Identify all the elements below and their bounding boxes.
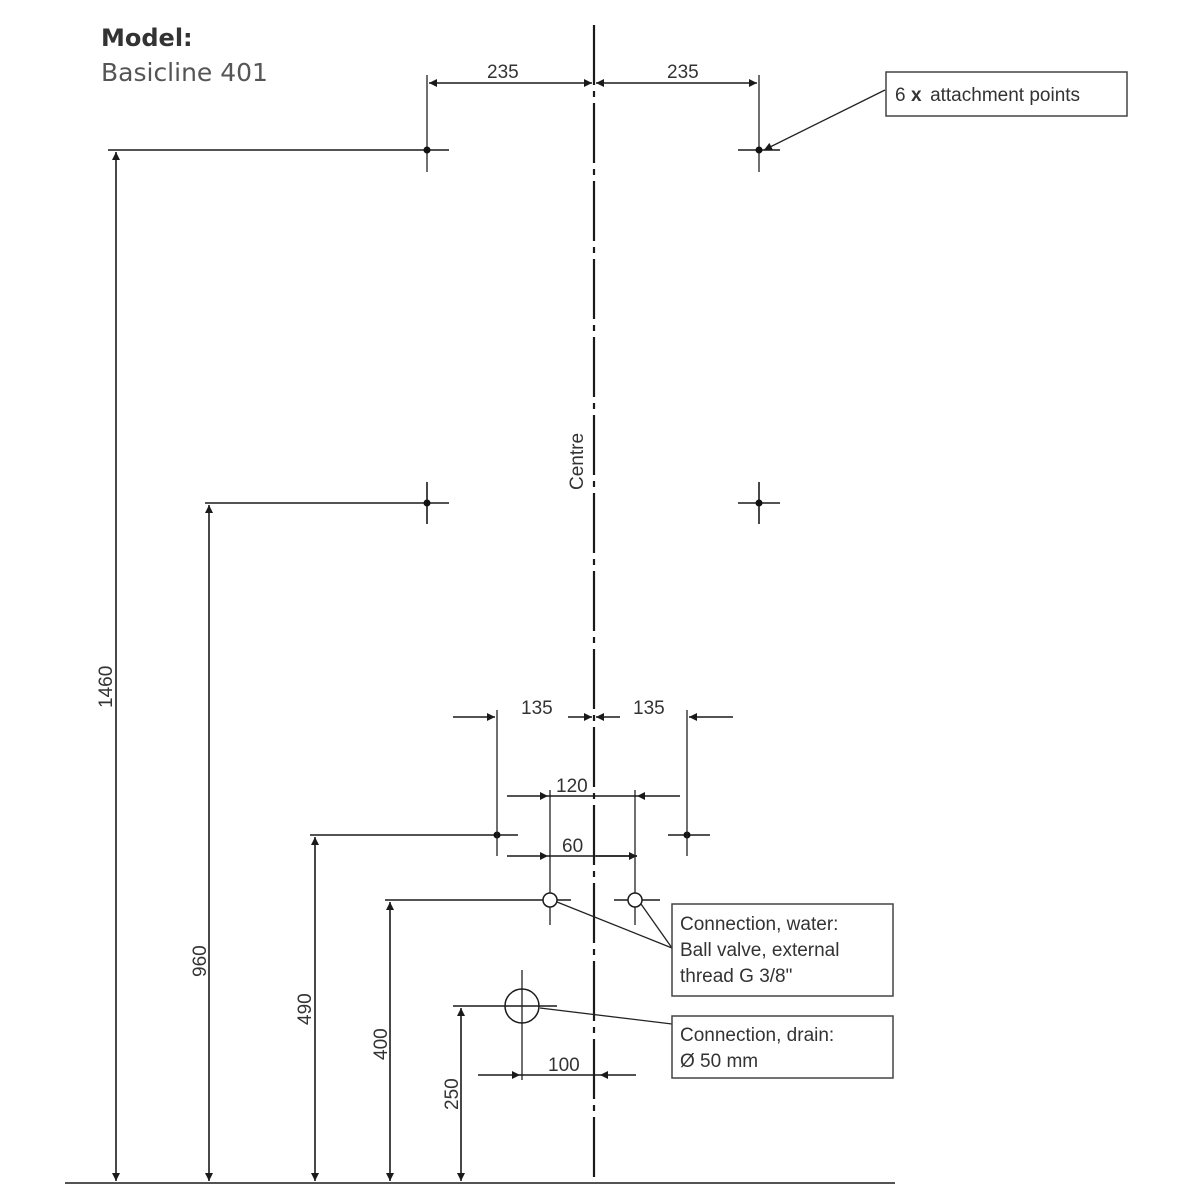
water-note-line2: Ball valve, external — [680, 940, 839, 961]
dim-height-water: 400 — [371, 1028, 392, 1060]
dim-lower-right: 135 — [633, 698, 665, 719]
attachment-note: 6 x attachment points — [895, 85, 1080, 106]
attachment-point — [755, 146, 763, 154]
water-connection-right — [627, 892, 643, 908]
dim-top-right: 235 — [667, 62, 699, 83]
attachment-point — [423, 499, 431, 507]
drain-connection — [504, 988, 540, 1024]
drain-note-line2: Ø 50 mm — [680, 1051, 758, 1072]
dim-top-left: 235 — [487, 62, 519, 83]
water-connection-left — [542, 892, 558, 908]
attachment-point — [423, 146, 431, 154]
attachment-note-box — [885, 71, 1128, 117]
model-label: Model: — [101, 24, 193, 52]
drain-note-box — [671, 1015, 894, 1079]
dim-height-lower: 490 — [295, 993, 316, 1025]
attachment-text: attachment points — [930, 85, 1080, 106]
dim-height-drain: 250 — [442, 1078, 463, 1110]
leader-drain — [539, 1007, 673, 1025]
leader-attachment — [763, 89, 886, 151]
water-note-box — [671, 903, 894, 997]
model-name: Basicline 401 — [101, 58, 268, 87]
water-note-line3: thread G 3/8" — [680, 966, 792, 987]
dim-drain-width: 100 — [548, 1055, 580, 1076]
attachment-count: 6 — [895, 85, 906, 106]
leader-water-right — [640, 903, 673, 949]
attachment-x: x — [911, 85, 922, 106]
dim-water-spacing: 120 — [556, 776, 588, 797]
water-note-line1: Connection, water: — [680, 914, 838, 935]
dim-height-middle: 960 — [190, 945, 211, 977]
dim-water-inner: 60 — [562, 836, 583, 857]
dim-height-total: 1460 — [96, 666, 117, 708]
leader-water-left — [556, 901, 673, 949]
centre-label: Centre — [567, 433, 588, 490]
attachment-point — [755, 499, 763, 507]
dim-lower-left: 135 — [521, 698, 553, 719]
drain-note-line1: Connection, drain: — [680, 1025, 834, 1046]
